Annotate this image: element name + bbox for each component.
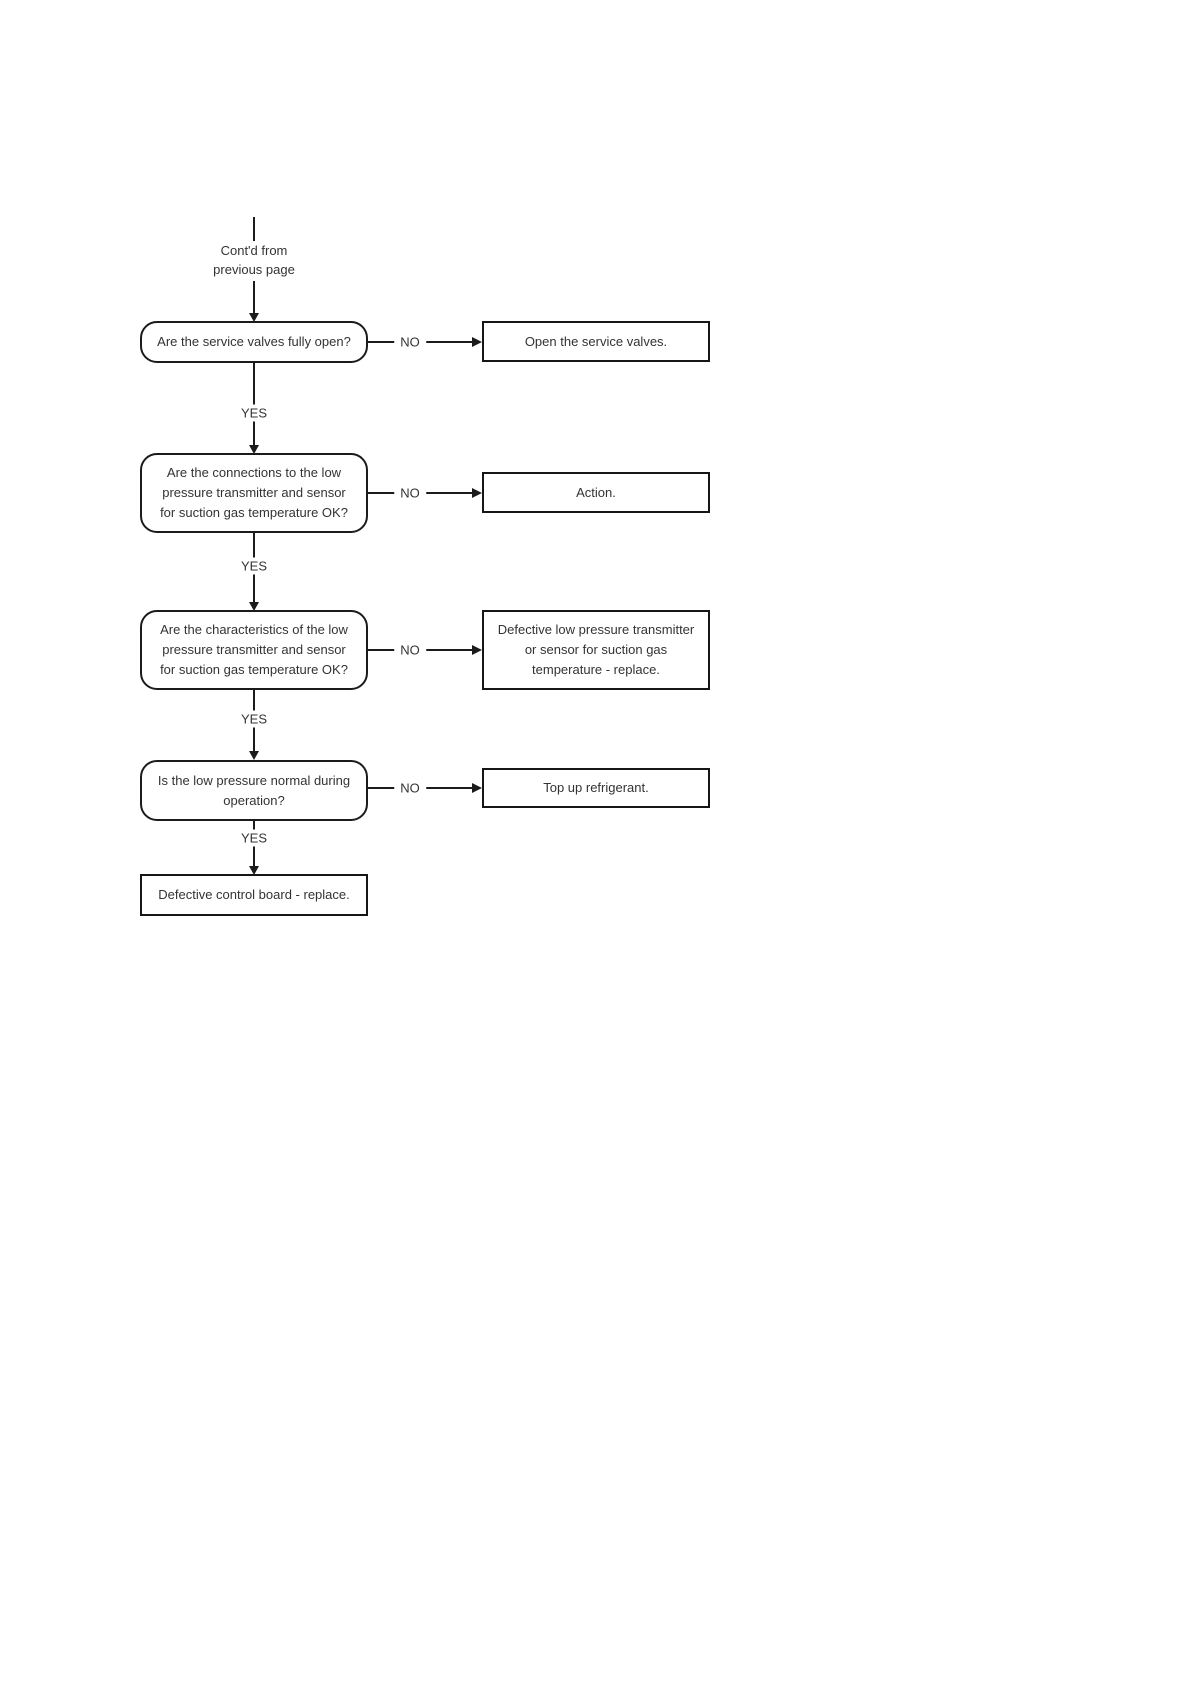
- start-connector-line-top: [253, 217, 255, 243]
- action-box-action: Action.: [482, 472, 710, 513]
- yes-arrowhead-2: [249, 602, 259, 611]
- decision-box-service-valves: Are the service valves fully open?: [140, 321, 368, 363]
- final-box-defective-control-board: Defective control board - replace.: [140, 874, 368, 916]
- yes-label-2: YES: [234, 557, 274, 575]
- action-box-top-up-refrigerant: Top up refrigerant.: [482, 768, 710, 808]
- yes-connector-line-1: [253, 363, 255, 445]
- action-box-defective-transmitter: Defective low pressure transmitter or se…: [482, 610, 710, 690]
- no-arrowhead-4: [472, 783, 482, 793]
- yes-label-1: YES: [234, 404, 274, 422]
- yes-arrowhead-1: [249, 445, 259, 454]
- decision-box-connections: Are the connections to the low pressure …: [140, 453, 368, 533]
- decision-box-low-pressure: Is the low pressure normal during operat…: [140, 760, 368, 821]
- yes-arrowhead-4: [249, 866, 259, 875]
- yes-label-3: YES: [234, 710, 274, 728]
- decision-box-characteristics: Are the characteristics of the low press…: [140, 610, 368, 690]
- start-arrowhead-down: [249, 313, 259, 322]
- no-label-4: NO: [394, 779, 426, 797]
- no-arrowhead-2: [472, 488, 482, 498]
- start-connector-line-bottom: [253, 281, 255, 314]
- action-box-open-valves: Open the service valves.: [482, 321, 710, 362]
- no-label-1: NO: [394, 333, 426, 351]
- yes-label-4: YES: [234, 829, 274, 847]
- no-arrowhead-1: [472, 337, 482, 347]
- no-label-3: NO: [394, 641, 426, 659]
- no-label-2: NO: [394, 484, 426, 502]
- no-arrowhead-3: [472, 645, 482, 655]
- start-label: Cont'd from previous page: [174, 241, 334, 279]
- yes-arrowhead-3: [249, 751, 259, 760]
